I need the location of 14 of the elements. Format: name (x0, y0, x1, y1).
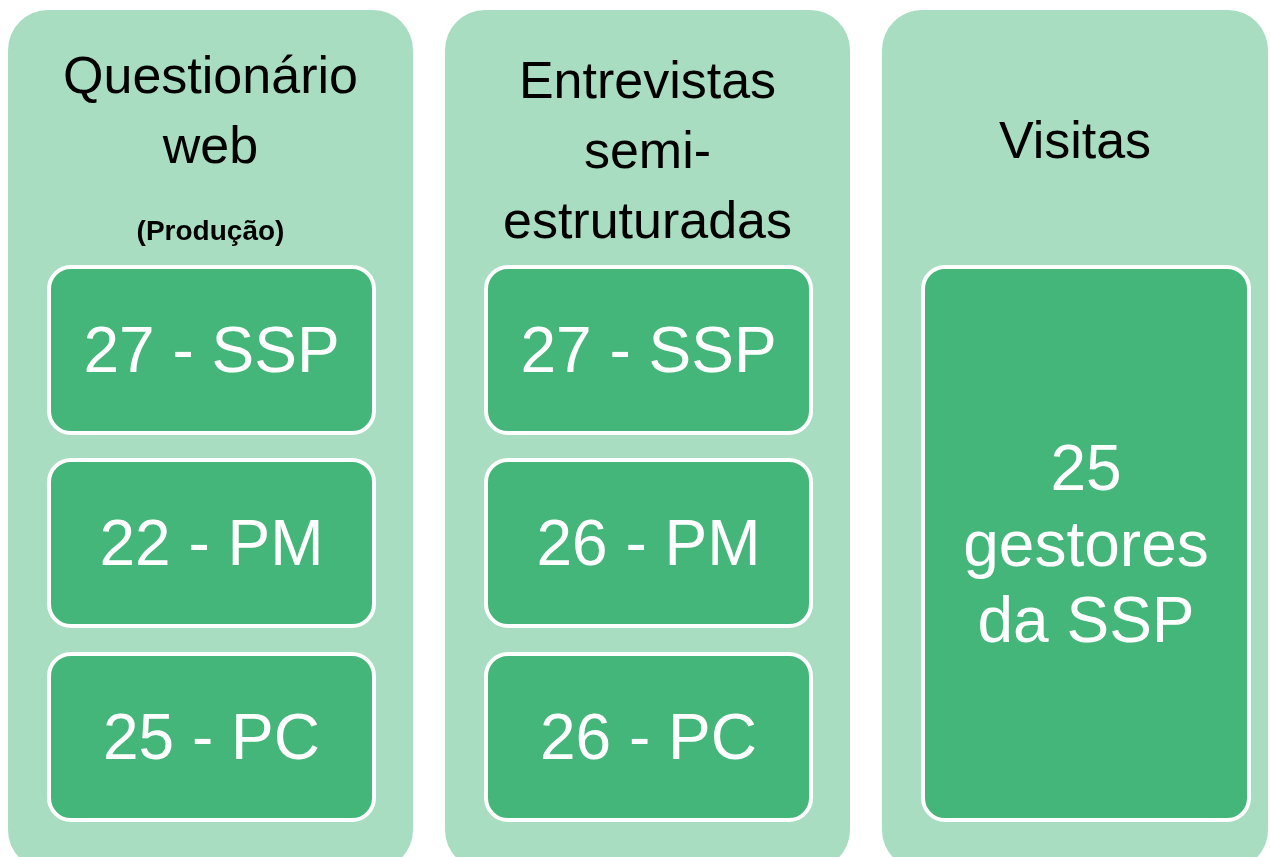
method-title: Questionário web (62, 45, 359, 176)
method-panel (8, 10, 413, 857)
count-box: 26 - PC (484, 652, 813, 822)
count-box: 25 gestores da SSP (921, 265, 1251, 822)
count-box: 22 - PM (47, 458, 376, 628)
count-box: 26 - PM (484, 458, 813, 628)
note-text: (Produção) (135, 215, 286, 247)
count-box: 27 - SSP (47, 265, 376, 435)
count-box: 25 - PC (47, 652, 376, 822)
method-panel (882, 10, 1268, 857)
method-title: Visitas (997, 110, 1153, 171)
method-title: Entrevistas semi-estruturadas (501, 50, 793, 251)
count-box: 27 - SSP (484, 265, 813, 435)
method-panel (445, 10, 850, 857)
